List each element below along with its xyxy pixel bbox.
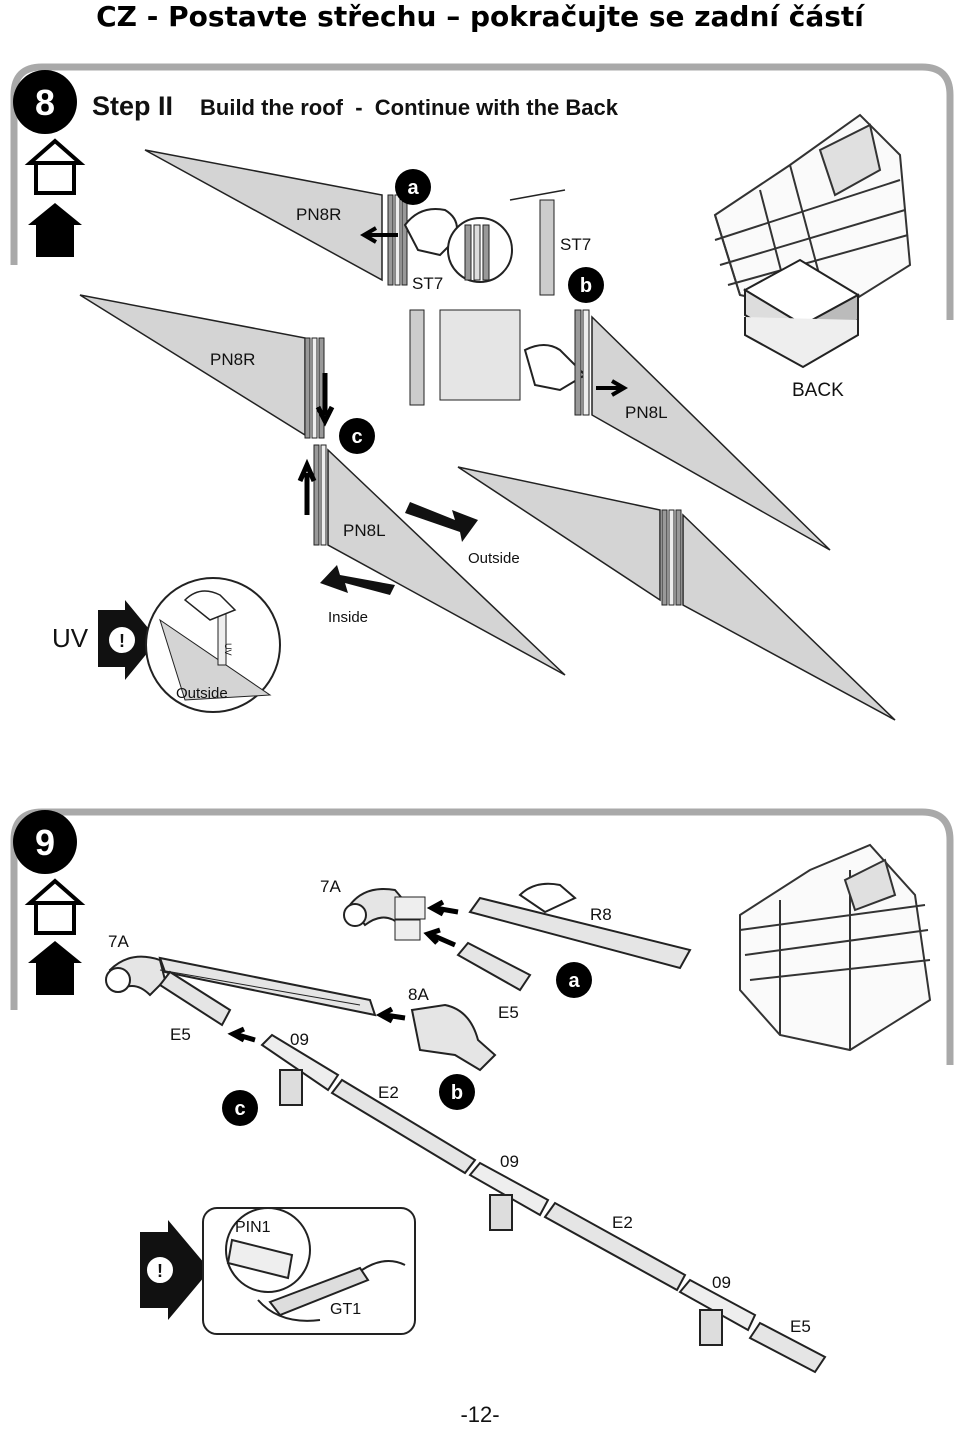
house-outline-icon [24, 138, 86, 195]
box-icon [742, 258, 861, 369]
pipe-long [158, 956, 377, 1017]
arrow-up-icon [297, 458, 317, 515]
step9-badge [13, 810, 77, 874]
tee-09-1 [260, 1033, 340, 1092]
arrow-down-icon [315, 373, 335, 427]
label-st7-1: ST7 [412, 274, 443, 293]
st7-standalone [539, 199, 555, 296]
warning-icon-pin [145, 1255, 175, 1285]
step8-letter-c-badge [339, 418, 375, 454]
step9-letter-a-badge [556, 962, 592, 998]
step8-letter-b-badge [568, 267, 604, 303]
step8-letter-b: b [580, 275, 592, 297]
pin1-part [226, 1238, 294, 1280]
arrow-left-icon [360, 226, 398, 244]
roof-panel-pn8r-lower [79, 294, 306, 437]
arrow-outside-icon [405, 502, 478, 542]
label-7a-left: 7A [108, 932, 129, 951]
warning-icon-uv [107, 625, 137, 655]
pipe-e5-top [456, 941, 532, 992]
label-09-3: 09 [712, 1273, 731, 1292]
page-number: -12- [460, 1402, 500, 1427]
page-title: CZ - Postavte střechu – pokračujte se za… [96, 0, 864, 33]
label-back: BACK [792, 380, 844, 401]
label-pn8l-1: PN8L [625, 403, 668, 422]
warning-uv: ! [119, 631, 125, 651]
step8-number: 8 [35, 82, 55, 123]
st7-detail-b [439, 309, 521, 401]
label-e5-top: E5 [498, 1003, 519, 1022]
step8-letter-a: a [407, 177, 419, 199]
step8-heading-step: Step II [92, 91, 173, 121]
greenhouse-drawing-front [739, 843, 932, 1052]
step9-letter-b-badge [439, 1074, 475, 1110]
step9-letter-c: c [234, 1098, 245, 1120]
pipe-r8 [468, 896, 692, 970]
arrow-inside-icon [320, 565, 395, 595]
arrow-right-icon [596, 379, 628, 397]
label-e5-left: E5 [170, 1025, 191, 1044]
step8-frame [10, 63, 954, 320]
roof-panel-right [457, 466, 661, 602]
roof-panel-pn8l-top [591, 315, 831, 551]
label-uv: UV [52, 623, 89, 653]
tee-09-2 [468, 1161, 550, 1217]
label-e5-bottom: E5 [790, 1317, 811, 1336]
step9-number: 9 [35, 822, 55, 863]
step9-letter-c-badge [222, 1090, 258, 1126]
step9-panel: 9 7A R8 E5 a 7A E5 8A b 09 c E2 09 [10, 808, 954, 1374]
label-e2-2: E2 [612, 1213, 633, 1232]
label-pn8l-2: PN8L [343, 521, 386, 540]
elbow-8a [410, 1003, 497, 1072]
step8-letter-a-badge [395, 169, 431, 205]
label-09-2: 09 [500, 1152, 519, 1171]
step9-frame [10, 808, 954, 1065]
step8-heading-text: Build the roof - Continue with the Back [200, 95, 619, 120]
pipe-e5-bottom [748, 1321, 827, 1374]
roof-panel-right-b [682, 513, 896, 721]
roof-panel-pn8l-lower [327, 448, 566, 676]
house-filled-icon-2 [28, 941, 82, 995]
step8-letter-c: c [351, 426, 362, 448]
label-pin1: PIN1 [235, 1219, 271, 1236]
label-pn8r-1: PN8R [296, 205, 341, 224]
label-gt1: GT1 [330, 1301, 361, 1318]
label-pn8r-2: PN8R [210, 350, 255, 369]
gt1-part [268, 1266, 370, 1317]
st7-profile-top [387, 194, 408, 286]
label-uv-strip: UV [223, 643, 233, 656]
step9-letter-b: b [451, 1082, 463, 1104]
label-09-1: 09 [290, 1030, 309, 1049]
house-filled-icon [28, 203, 82, 257]
pipe-e2-2 [543, 1201, 687, 1292]
house-outline-icon-2 [24, 878, 86, 935]
label-st7-2: ST7 [560, 235, 591, 254]
label-7a-top: 7A [320, 877, 341, 896]
tee-09-3 [678, 1278, 757, 1332]
step8-panel: 8 Step II Build the roof - Continue with… [10, 63, 954, 721]
roof-panel-pn8r-top [144, 149, 383, 282]
label-outside: Outside [468, 550, 520, 567]
label-detail-outside: Outside [176, 685, 228, 702]
warning-pin: ! [157, 1261, 163, 1281]
step9-letter-a: a [568, 970, 580, 992]
step8-badge [13, 70, 77, 134]
pipe-e2-1 [330, 1078, 477, 1175]
label-r8: R8 [590, 905, 612, 924]
label-e2-1: E2 [378, 1083, 399, 1102]
label-8a: 8A [408, 985, 429, 1004]
label-inside: Inside [328, 609, 368, 626]
